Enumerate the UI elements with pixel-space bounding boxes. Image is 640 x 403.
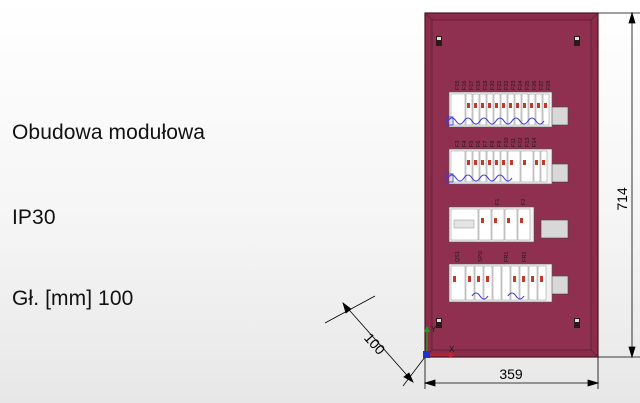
module-label: F12: [518, 138, 524, 147]
axis-y-label: Y: [431, 325, 437, 334]
module-label: F11: [511, 138, 517, 147]
ip-rating-label: IP30: [12, 206, 56, 229]
module-label: F24: [518, 81, 524, 90]
width-value: 359: [499, 366, 523, 382]
module-label: F17: [469, 81, 475, 90]
module-label: F25: [525, 81, 531, 90]
module-label: QS1: [455, 251, 461, 262]
wiring-harness: [447, 174, 513, 182]
wiring-harness: [471, 292, 489, 300]
module-label: F8: [490, 141, 496, 147]
module-label: FR1: [504, 252, 510, 262]
module-label: F21: [497, 81, 503, 90]
module-label: F7: [483, 141, 489, 147]
module-row-4: [448, 263, 553, 303]
module-label: F26: [532, 81, 538, 90]
module-row-3: [448, 206, 535, 243]
depth-dimension: [324, 295, 426, 387]
module-label: F2: [521, 199, 527, 205]
module-label: F3: [455, 141, 461, 147]
axis-triad-icon: [423, 326, 455, 358]
depth-value: 100: [361, 330, 389, 358]
module-row-2: [446, 148, 553, 185]
module-label: F10: [504, 138, 510, 147]
module-label: F22: [504, 81, 510, 90]
module-label: F6: [476, 141, 482, 147]
axis-x-label: X: [449, 345, 455, 354]
corner-bracket-icon: [436, 36, 580, 328]
module-row-1: [446, 91, 553, 128]
module-label: F13: [525, 138, 531, 147]
module-label: F19: [483, 81, 489, 90]
enclosure-type-label: Obudowa modułowa: [12, 121, 206, 144]
module-label: SPD: [478, 251, 484, 262]
module-label: F20: [490, 81, 496, 90]
wiring-harness: [447, 117, 545, 125]
height-dimension: [598, 11, 640, 359]
module-label: F15: [455, 81, 461, 90]
depth-label: Gł. [mm] 100: [12, 287, 134, 310]
module-label: F23: [511, 81, 517, 90]
module-label: F4: [462, 141, 468, 147]
module-label: F27: [539, 81, 545, 90]
width-dimension: [423, 357, 600, 389]
module-label: F5: [469, 141, 475, 147]
height-value: 714: [614, 187, 630, 211]
module-label: F9: [497, 141, 503, 147]
module-label: F18: [476, 81, 482, 90]
module-label: FR2: [522, 252, 528, 262]
module-label: F14: [532, 138, 538, 147]
module-label: F28: [546, 81, 552, 90]
module-label: F1: [495, 199, 501, 205]
module-label: F16: [462, 81, 468, 90]
module-labels: F15 F16 F17 F18 F19 F20 F21 F22 F23 F24 …: [455, 81, 552, 262]
